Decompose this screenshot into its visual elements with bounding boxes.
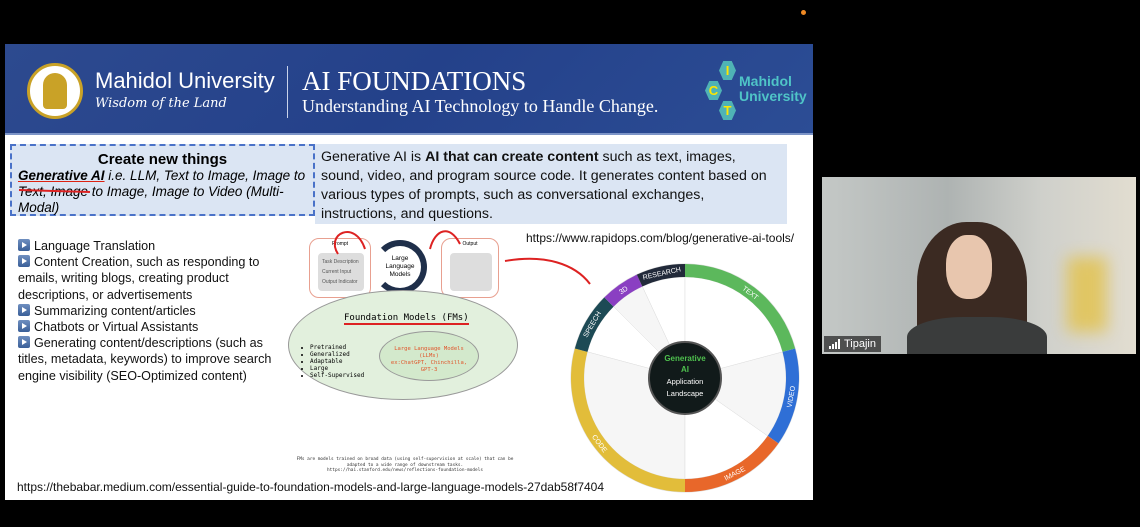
participant-body <box>907 317 1047 354</box>
prompt-item: Output Indicator <box>322 279 358 285</box>
university-name: Mahidol University <box>95 68 275 93</box>
ict-letter: T <box>719 101 736 120</box>
wheel-segment-image <box>685 435 779 492</box>
generative-ai-box: Create new things Generative AI i.e. LLM… <box>10 144 315 216</box>
fm-traits: Pretrained Generalized Adaptable Large S… <box>301 344 364 379</box>
university-seal-logo <box>27 63 83 119</box>
llm-ellipse: Large Language Models (LLMs)ex:ChatGPT, … <box>379 331 479 381</box>
header-divider <box>287 66 288 118</box>
gen-box-text: Generative AI i.e. LLM, Text to Image, I… <box>18 168 307 216</box>
list-item: Language Translation <box>18 238 278 254</box>
wheel-segment-research <box>636 264 685 287</box>
llm-circle: Large Language Models <box>373 240 427 294</box>
prompt-items: Task Description Current Input Output In… <box>318 253 364 291</box>
list-item-text: Generating content/descriptions (such as… <box>18 336 272 383</box>
participant-video-tile[interactable]: Tipajin <box>822 177 1136 354</box>
wheel-center-text: AI <box>681 365 689 374</box>
llm-text: Large Language Models (LLMs) <box>394 346 464 359</box>
play-arrow-icon <box>18 336 30 349</box>
ict-name-2: University <box>739 88 807 104</box>
list-item-text: Summarizing content/articles <box>34 303 196 318</box>
ict-letter: I <box>719 61 736 80</box>
output-box: Output <box>441 238 499 298</box>
wheel-segment-code <box>571 348 685 492</box>
medium-url: https://thebabar.medium.com/essential-gu… <box>17 480 605 494</box>
signal-strength-icon <box>829 339 840 349</box>
background-blur <box>1067 257 1107 332</box>
shared-slide: Mahidol University Wisdom of the Land AI… <box>5 44 813 500</box>
play-arrow-icon <box>18 239 30 251</box>
wheel-segment-text <box>685 264 796 352</box>
wheel-center-text: Application <box>667 377 704 386</box>
slide-header: Mahidol University Wisdom of the Land AI… <box>5 44 813 135</box>
participant-face <box>946 235 992 299</box>
slide-subtitle: Understanding AI Technology to Handle Ch… <box>302 96 659 116</box>
def-pre: Generative AI is <box>321 149 426 165</box>
wheel-center <box>648 341 722 415</box>
def-post: such as text, images, sound, video, and … <box>321 149 767 222</box>
fm-trait: Pretrained <box>301 344 364 351</box>
ict-letter: C <box>705 81 722 100</box>
output-label: Output <box>462 241 478 247</box>
list-item: Chatbots or Virtual Assistants <box>18 319 278 335</box>
use-cases-list: Language Translation Content Creation, s… <box>18 238 278 384</box>
wheel-segment-speech <box>574 297 614 352</box>
wheel-center-text: Landscape <box>667 389 704 398</box>
gen-ai-term: Generative AI <box>18 168 105 183</box>
ict-logo: I C T <box>705 61 737 121</box>
recording-indicator-dot <box>801 10 806 15</box>
def-bold: AI that can create content <box>425 149 599 165</box>
play-arrow-icon <box>18 320 30 333</box>
fm-trait: Adaptable <box>301 358 364 365</box>
wheel-center-text: Generative <box>664 354 706 363</box>
ict-name-1: Mahidol <box>739 73 792 89</box>
wheel-segment-label: 3D <box>618 285 629 296</box>
fm-caption: FMs are models trained on broad data (us… <box>296 457 514 473</box>
list-item: Summarizing content/articles <box>18 303 278 319</box>
definition-box: Generative AI is AI that can create cont… <box>315 144 787 224</box>
play-arrow-icon <box>18 303 30 316</box>
fm-trait: Large <box>301 365 364 372</box>
rapidops-url: https://www.rapidops.com/blog/generative… <box>526 231 795 245</box>
foundation-models-diagram: Foundation Models (FMs) Pretrained Gener… <box>288 290 518 400</box>
prompt-label: Prompt <box>331 241 349 247</box>
gen-box-description: i.e. LLM, Text to Image, Image to Text, … <box>18 168 306 215</box>
wheel-segment-video <box>767 348 799 444</box>
wheel-segment-label: VIDEO <box>787 385 798 408</box>
output-doc-icon <box>450 253 492 291</box>
wheel-segment-3d <box>604 274 643 307</box>
llm-examples: ex:ChatGPT, Chinchilla, GPT-3 <box>390 360 468 373</box>
list-item-text: Content Creation, such as responding to … <box>18 255 260 302</box>
play-arrow-icon <box>18 255 30 268</box>
list-item: Generating content/descriptions (such as… <box>18 335 278 384</box>
fm-trait: Generalized <box>301 351 364 358</box>
prompt-box: Prompt Task Description Current Input Ou… <box>309 238 371 298</box>
participant-name: Tipajin <box>844 338 876 350</box>
university-motto: Wisdom of the Land <box>95 96 227 111</box>
list-item-text: Language Translation <box>34 239 156 253</box>
participant-name-tag: Tipajin <box>824 336 881 352</box>
fm-trait: Self-Supervised <box>301 372 364 379</box>
list-item: Content Creation, such as responding to … <box>18 254 278 303</box>
prompt-item: Task Description <box>322 259 359 265</box>
gen-box-heading: Create new things <box>97 151 228 168</box>
list-item-text: Chatbots or Virtual Assistants <box>34 320 199 335</box>
slide-title: AI FOUNDATIONS <box>302 66 527 96</box>
fm-title: Foundation Models (FMs) <box>344 313 469 325</box>
prompt-item: Current Input <box>322 269 352 275</box>
